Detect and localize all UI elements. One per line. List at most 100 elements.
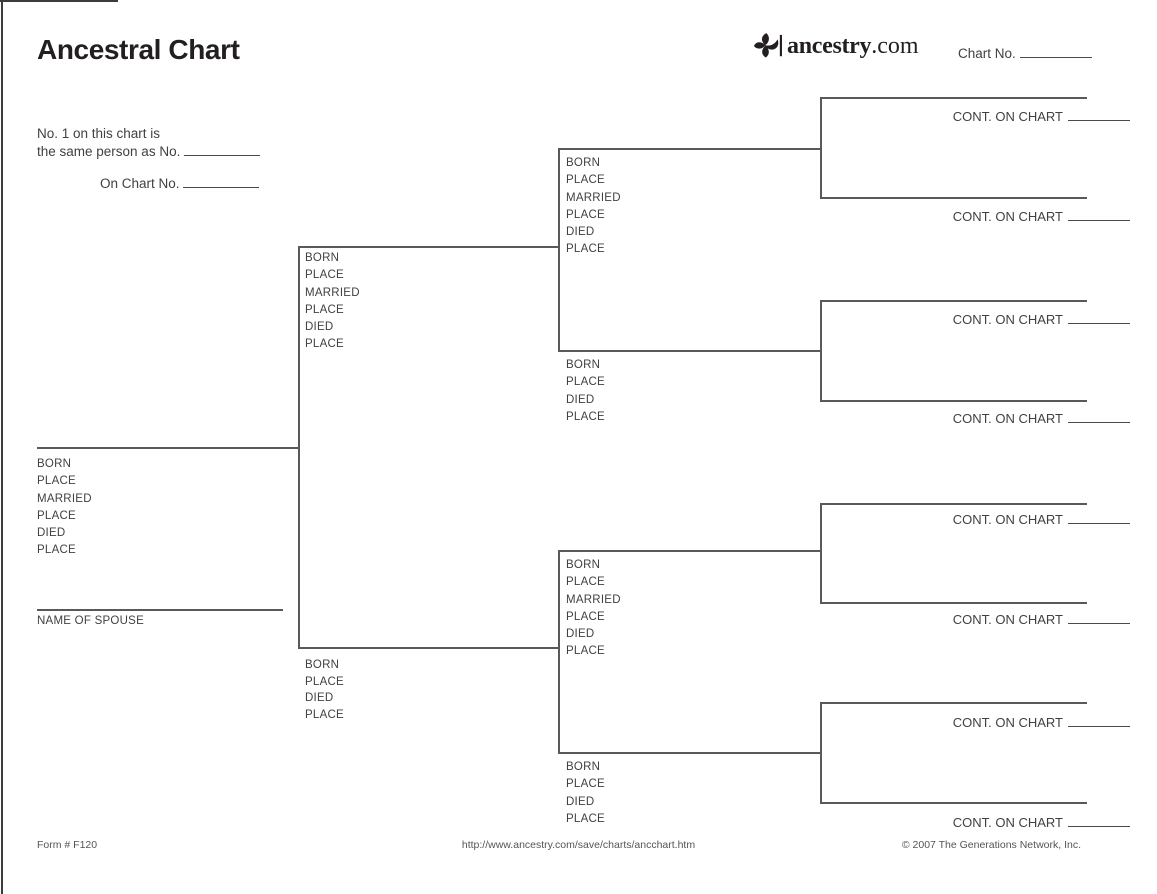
cont-chart-blank: [1068, 511, 1130, 524]
field-label-place: PLACE: [37, 475, 76, 488]
cont-on-chart-label: CONT. ON CHART: [952, 312, 1063, 327]
cont-chart-blank: [1068, 611, 1130, 624]
field-label-place: PLACE: [305, 708, 344, 721]
paternal-grandfather-name-line: [558, 148, 822, 150]
field-label-died: DIED: [37, 527, 66, 540]
logo-domain: .com: [871, 32, 919, 59]
mother-fields: BORN PLACE DIED PLACE: [305, 657, 344, 723]
greatgrandparent-line-4: [820, 400, 1087, 402]
cont-on-chart-label: CONT. ON CHART: [952, 411, 1063, 426]
tree-bracket-gen2: [298, 246, 300, 648]
cont-on-chart-4: CONT. ON CHART: [940, 410, 1130, 426]
intro-line3-text: On Chart No.: [100, 176, 180, 191]
field-label-died: DIED: [566, 393, 595, 406]
name-of-spouse-label: NAME OF SPOUSE: [37, 615, 145, 627]
intro-line2-text: the same person as No.: [37, 143, 181, 159]
tree-bracket-gen4-2: [820, 300, 822, 401]
field-label-place: PLACE: [305, 269, 344, 282]
cont-on-chart-7: CONT. ON CHART: [940, 714, 1130, 730]
same-person-no-blank: [184, 143, 261, 156]
field-label-born: BORN: [566, 157, 601, 169]
field-label-married: MARRIED: [566, 191, 621, 204]
paternal-grandmother-fields: BORN PLACE DIED PLACE: [566, 357, 605, 426]
field-label-married: MARRIED: [37, 492, 92, 505]
maternal-grandfather-fields: BORN PLACE MARRIED PLACE DIED PLACE: [566, 557, 621, 661]
field-label-place: PLACE: [305, 338, 344, 351]
maternal-grandfather-name-line: [558, 550, 822, 552]
field-label-place: PLACE: [566, 174, 605, 187]
cont-on-chart-3: CONT. ON CHART: [940, 311, 1130, 327]
logo-text: ancestry.com: [787, 33, 919, 60]
field-label-died: DIED: [305, 321, 334, 334]
cont-on-chart-5: CONT. ON CHART: [940, 511, 1130, 527]
field-label-died: DIED: [566, 795, 595, 808]
field-label-place: PLACE: [305, 675, 344, 688]
field-label-born: BORN: [566, 761, 601, 773]
cont-on-chart-8: CONT. ON CHART: [940, 814, 1130, 830]
chart-no-field: Chart No.: [958, 45, 1092, 61]
field-label-born: BORN: [305, 252, 340, 264]
cont-chart-blank: [1068, 208, 1130, 221]
intro-line2: the same person as No.: [37, 143, 261, 161]
cont-on-chart-label: CONT. ON CHART: [952, 612, 1063, 627]
cont-on-chart-label: CONT. ON CHART: [952, 512, 1063, 527]
greatgrandparent-line-5: [820, 503, 1087, 505]
field-label-place: PLACE: [37, 509, 76, 522]
page-title: Ancestral Chart: [37, 34, 240, 65]
footer-url: http://www.ancestry.com/save/charts/ancc…: [461, 839, 696, 851]
cont-chart-blank: [1068, 714, 1130, 727]
page-edge-top: [0, 0, 118, 2]
field-label-place: PLACE: [566, 243, 605, 256]
field-label-place: PLACE: [566, 208, 605, 221]
field-label-place: PLACE: [566, 812, 605, 825]
cont-chart-blank: [1068, 410, 1130, 423]
cont-chart-blank: [1068, 311, 1130, 324]
greatgrandparent-line-3: [820, 300, 1087, 302]
field-label-died: DIED: [305, 692, 334, 705]
maternal-grandmother-fields: BORN PLACE DIED PLACE: [566, 759, 605, 828]
ancestry-leaf-icon: [753, 33, 782, 58]
field-label-born: BORN: [566, 559, 601, 571]
cont-on-chart-label: CONT. ON CHART: [952, 109, 1063, 124]
paternal-grandfather-fields: BORN PLACE MARRIED PLACE DIED PLACE: [566, 155, 621, 259]
chart-no-blank: [1019, 45, 1092, 58]
paternal-grandmother-name-line: [558, 350, 822, 352]
greatgrandparent-line-8: [820, 802, 1087, 804]
logo-brand: ancestry: [787, 32, 872, 59]
field-label-place: PLACE: [566, 645, 605, 658]
on-chart-no-blank: [183, 175, 260, 188]
field-label-place: PLACE: [566, 376, 605, 389]
chart-no-label: Chart No.: [958, 46, 1016, 61]
greatgrandparent-line-6: [820, 602, 1087, 604]
greatgrandparent-line-2: [820, 197, 1087, 199]
father-fields: BORN PLACE MARRIED PLACE DIED PLACE: [305, 250, 360, 354]
field-label-place: PLACE: [566, 778, 605, 791]
field-label-born: BORN: [305, 659, 340, 671]
cont-on-chart-label: CONT. ON CHART: [952, 209, 1063, 224]
intro-line1: No. 1 on this chart is: [37, 126, 161, 141]
field-label-place: PLACE: [37, 544, 76, 557]
footer-form-number: Form # F120: [37, 839, 98, 851]
cont-on-chart-label: CONT. ON CHART: [952, 815, 1063, 830]
tree-bracket-gen3-top: [558, 148, 560, 351]
father-name-line: [298, 246, 560, 248]
mother-name-line: [298, 647, 560, 649]
tree-bracket-gen4-3: [820, 503, 822, 603]
cont-chart-blank: [1068, 814, 1130, 827]
field-label-married: MARRIED: [305, 286, 360, 299]
greatgrandparent-line-7: [820, 702, 1087, 704]
field-label-place: PLACE: [305, 303, 344, 316]
footer-copyright: © 2007 The Generations Network, Inc.: [901, 839, 1081, 851]
maternal-grandmother-name-line: [558, 752, 822, 754]
cont-on-chart-6: CONT. ON CHART: [940, 611, 1130, 627]
intro-note: No. 1 on this chart is the same person a…: [37, 125, 261, 161]
tree-bracket-gen3-bottom: [558, 550, 560, 753]
page-edge-left: [1, 0, 3, 894]
field-label-place: PLACE: [566, 576, 605, 589]
field-label-place: PLACE: [566, 410, 605, 423]
greatgrandparent-line-1: [820, 97, 1087, 99]
person1-name-line: [37, 447, 299, 449]
cont-on-chart-1: CONT. ON CHART: [940, 108, 1130, 124]
person1-fields: BORN PLACE MARRIED PLACE DIED PLACE: [37, 456, 92, 560]
